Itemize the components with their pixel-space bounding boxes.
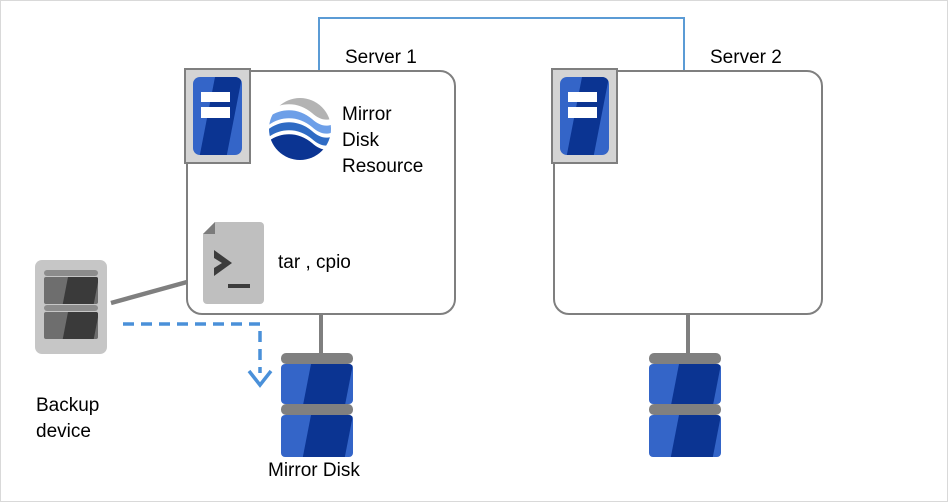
server-chassis — [193, 77, 242, 155]
server1-disk-link — [319, 315, 323, 357]
tar-cpio-label: tar , cpio — [278, 252, 351, 273]
mirror-disk-resource-icon — [268, 97, 332, 161]
backup-plate-mid — [43, 305, 99, 311]
disk-plate-mid-2 — [649, 404, 721, 415]
server2-label: Server 2 — [710, 47, 782, 68]
disk-body-bottom — [281, 415, 353, 457]
disk-plate-mid — [281, 404, 353, 415]
backup-plate-top — [43, 270, 99, 276]
server-machine-icon — [184, 68, 251, 164]
disk-body-bottom-2 — [649, 415, 721, 457]
disk-plate-top-2 — [649, 353, 721, 364]
backup-line-2: device — [36, 421, 91, 442]
mirror-disk-resource-label: Mirror Disk Resource — [342, 102, 452, 180]
server-bar-top-2 — [567, 91, 598, 102]
server-chassis-2 — [560, 77, 609, 155]
disk-plate-top — [281, 353, 353, 364]
server-interconnect-line — [318, 17, 685, 74]
mdr-line-3: Resource — [342, 156, 424, 177]
mirror-disk-label: Mirror Disk — [268, 460, 360, 481]
mdr-line-1: Mirror — [342, 104, 392, 125]
backup-body-top — [43, 277, 99, 304]
server2-disk-link — [686, 315, 690, 357]
disk-body-top-2 — [649, 364, 721, 404]
server1-label: Server 1 — [345, 47, 417, 68]
backup-device-icon — [35, 260, 107, 354]
server-bar-bottom — [200, 107, 231, 118]
backup-device-label: Backup device — [36, 393, 146, 445]
backup-body-bottom — [43, 312, 99, 339]
mirror-disk-2-icon — [649, 353, 721, 458]
script-terminal-icon — [200, 222, 267, 304]
mirror-disk-1-icon — [281, 353, 353, 458]
mdr-line-2: Disk — [342, 130, 379, 151]
backup-line-1: Backup — [36, 395, 100, 416]
server-machine-icon-2 — [551, 68, 618, 164]
server-bar-top — [200, 91, 231, 102]
disk-body-top — [281, 364, 353, 404]
server-bar-bottom-2 — [567, 107, 598, 118]
